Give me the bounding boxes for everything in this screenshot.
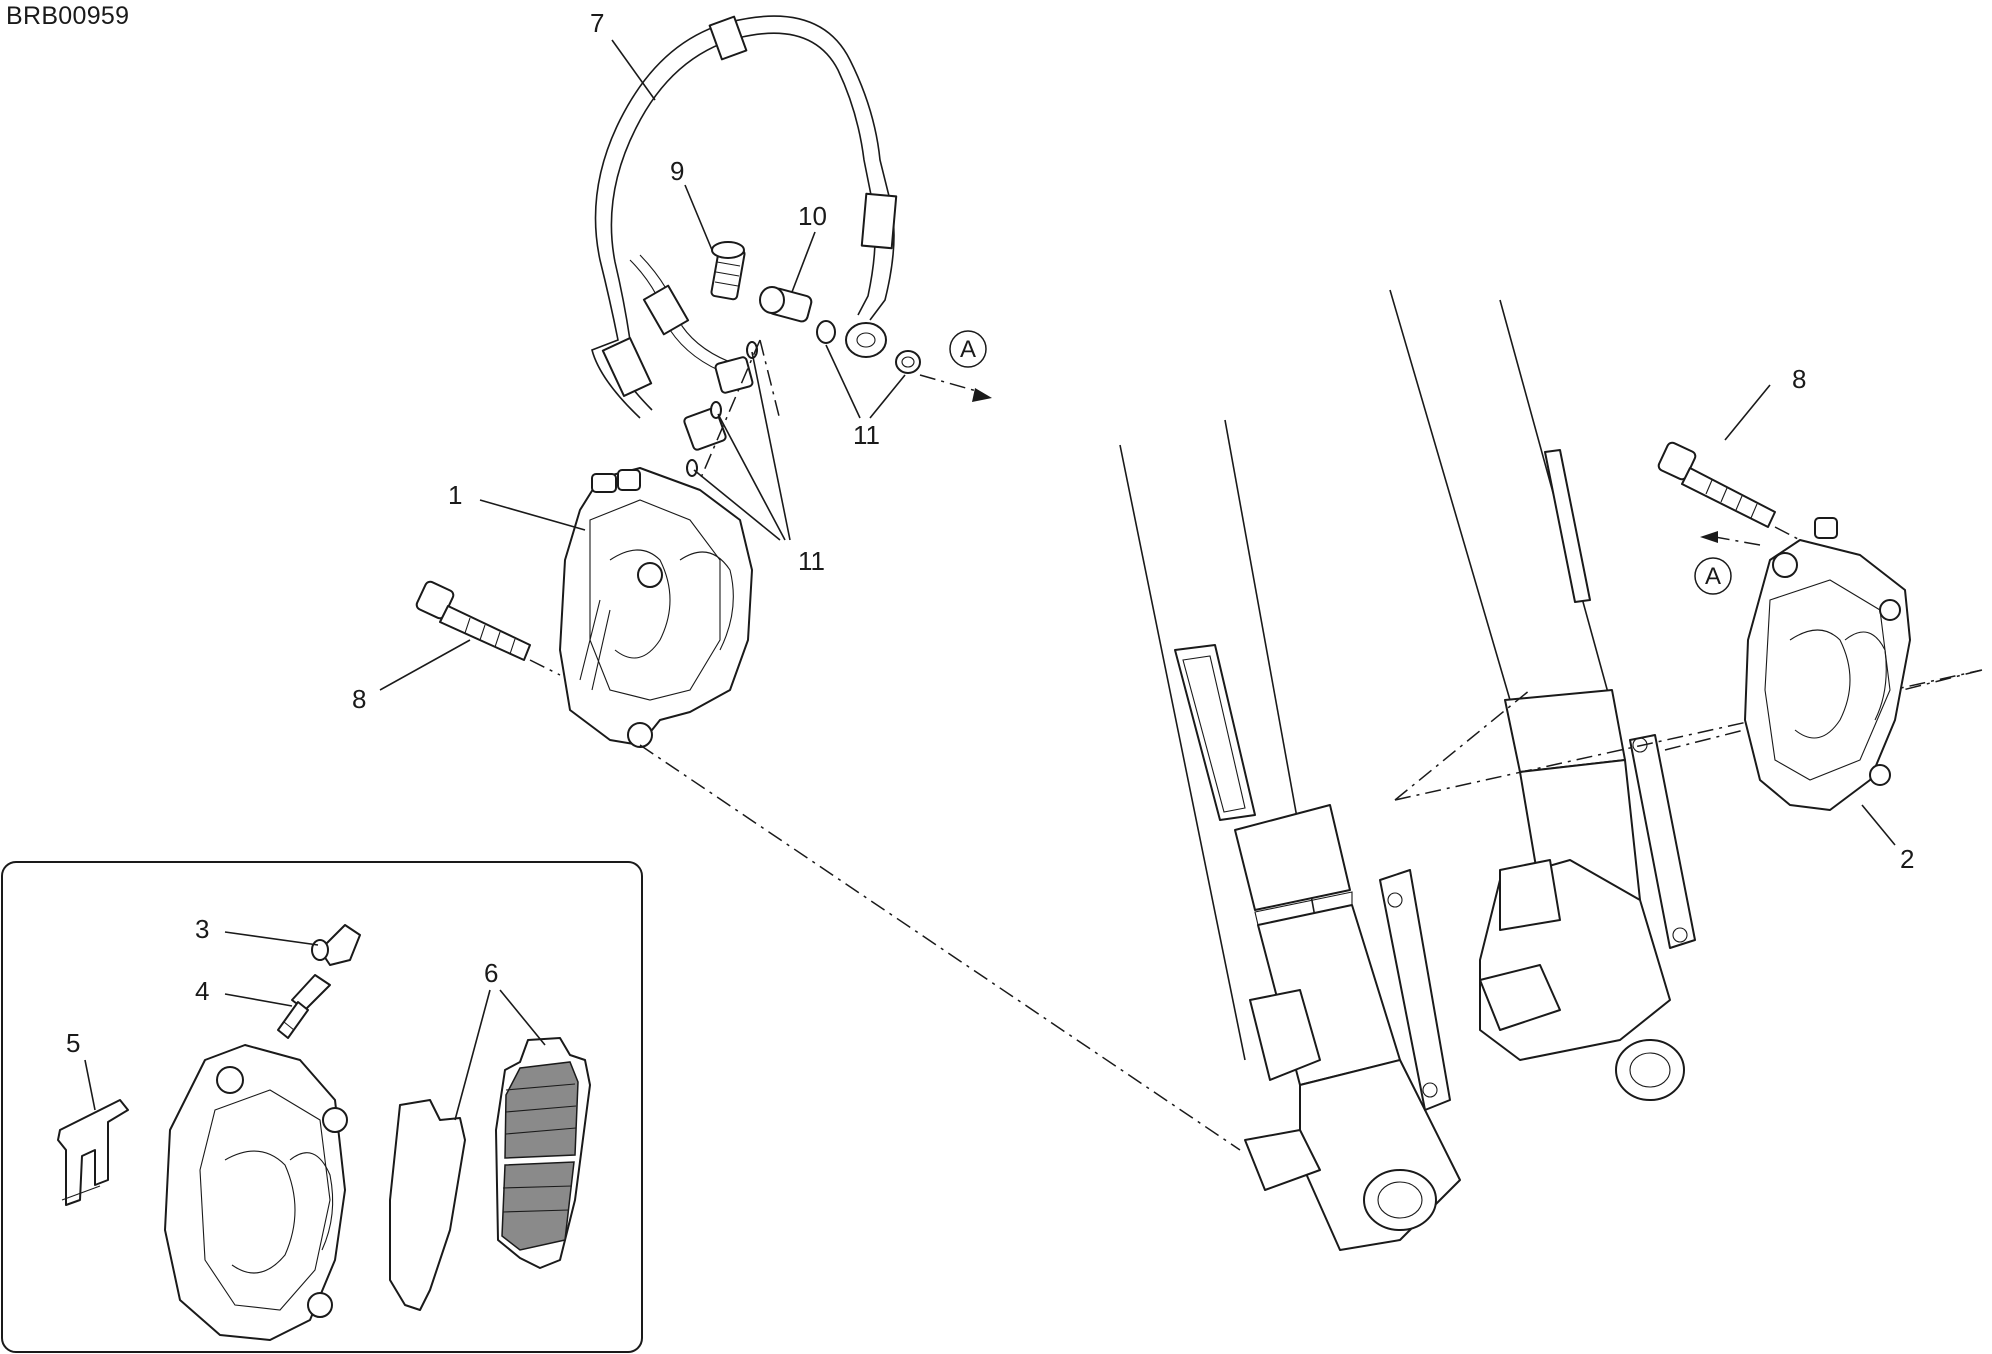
diagram-code: BRB00959 [6, 2, 130, 30]
callout-11: 11 [853, 420, 880, 450]
hose-sleeve [708, 15, 748, 61]
callout-3: 3 [195, 914, 209, 944]
brake-pad-plain [389, 1099, 466, 1311]
banjo-fitting [845, 322, 887, 358]
sealing-washer [816, 320, 836, 344]
hose-ferrule [860, 192, 898, 250]
callout-1: 1 [448, 480, 462, 510]
brake-caliper-left [559, 467, 753, 748]
callout-8: 8 [352, 684, 366, 714]
front-fork-right-leg [1389, 289, 1696, 1101]
hose-ferrule [601, 337, 653, 397]
view-ref-label: A [960, 336, 976, 363]
callout-6: 6 [484, 958, 498, 988]
brake-caliper-right [1744, 517, 1911, 811]
inset-caliper [164, 1044, 348, 1341]
bleed-valve [277, 974, 331, 1039]
bleed-cap [311, 924, 361, 966]
callouts: 7 9 10 11 11 1 8 8 2 3 4 5 6 [66, 8, 1914, 1058]
sealing-washer [686, 459, 698, 477]
brake-pad-lined [495, 1037, 591, 1269]
caliper-bolt-right [1657, 441, 1776, 528]
banjo-screw [759, 286, 813, 323]
arrow-head [1700, 531, 1718, 543]
leader-lines [84, 39, 1896, 1121]
fork-guard [1544, 449, 1591, 603]
view-ref-a-left: A [949, 330, 987, 368]
callout-10: 10 [798, 201, 827, 231]
callout-7: 7 [590, 8, 604, 38]
callout-9: 9 [670, 156, 684, 186]
fork-reflector [1174, 644, 1256, 821]
pad-spring [57, 1099, 129, 1206]
callout-2: 2 [1900, 844, 1914, 874]
sealing-washer [895, 350, 921, 374]
banjo-bolt [710, 241, 746, 301]
callout-8: 8 [1792, 364, 1806, 394]
parts-inset-frame [1, 861, 643, 1353]
front-fork-left-leg [1119, 419, 1461, 1251]
caliper-bolt-left [415, 580, 531, 661]
brake-hose [591, 15, 898, 451]
callout-4: 4 [195, 976, 209, 1006]
view-ref-a-right: A [1694, 557, 1732, 595]
view-ref-label: A [1705, 563, 1721, 590]
callout-11: 11 [798, 546, 825, 576]
arrow-head [972, 388, 992, 402]
callout-5: 5 [66, 1028, 80, 1058]
